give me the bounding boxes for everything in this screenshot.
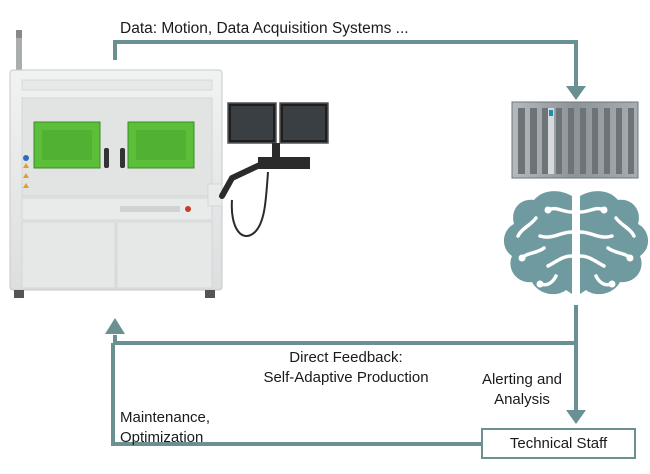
industrial-pc-icon	[511, 101, 639, 179]
alerting-label-line2: Analysis	[494, 391, 550, 408]
feedback-label-line1: Direct Feedback:	[289, 349, 403, 366]
feedback-label: Direct Feedback: Self-Adaptive Productio…	[236, 348, 456, 388]
feedback-label-line2: Self-Adaptive Production	[263, 369, 429, 386]
technical-staff-label: Technical Staff	[509, 435, 608, 452]
arrowhead-to-staff	[566, 410, 586, 424]
technical-staff-box: Technical Staff	[481, 428, 636, 459]
arrow-feedback	[113, 305, 578, 345]
arrow-data-flow	[113, 40, 578, 88]
brain-icon	[503, 191, 649, 295]
maintenance-label: Maintenance, Optimization	[120, 408, 210, 448]
maintenance-label-line1: Maintenance,	[120, 409, 211, 426]
alerting-label-line1: Alerting and	[481, 371, 563, 388]
dual-monitor-icon	[219, 102, 329, 238]
arrowhead-to-machine-feedback	[105, 318, 125, 334]
alerting-label: Alerting and Analysis	[470, 370, 574, 410]
maintenance-label-line2: Optimization	[120, 429, 204, 446]
arrow-maintenance	[111, 343, 481, 446]
production-machine-icon	[9, 30, 223, 298]
arrowhead-to-server	[566, 86, 586, 100]
data-flow-label: Data: Motion, Data Acquisition Systems .…	[120, 20, 409, 37]
